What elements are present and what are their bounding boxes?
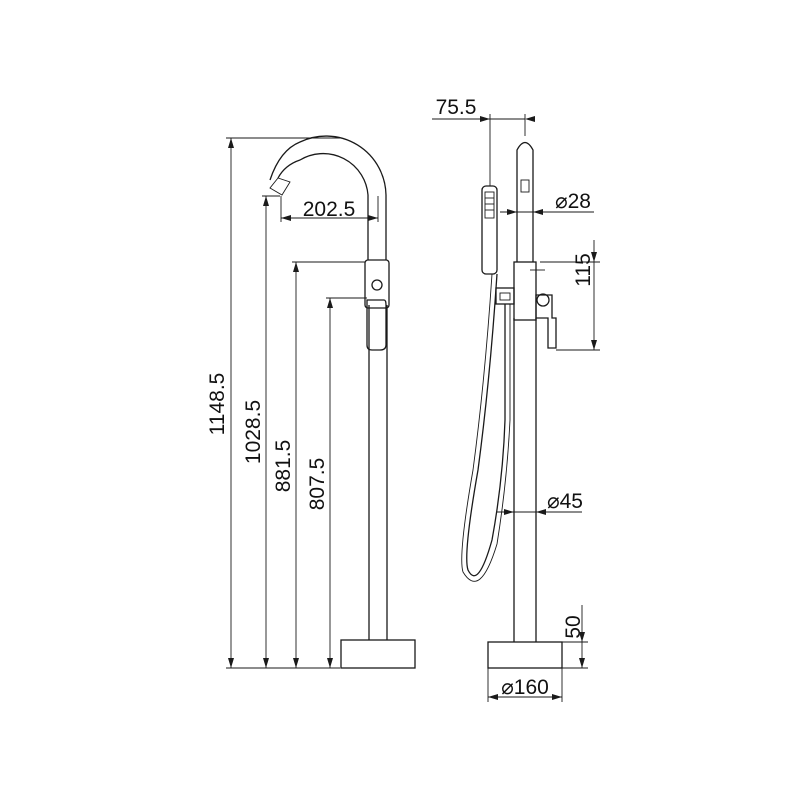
hand-shower-face	[484, 191, 495, 219]
dim-base-height: 50	[562, 605, 588, 669]
label-spout-outlet-height: 1028.5	[242, 400, 265, 464]
spout-outer	[277, 153, 369, 260]
dim-spout-offset: 75.5	[432, 96, 535, 186]
hand-shower	[481, 185, 498, 275]
front-view: 1148.5 1028.5 881.5 807.5	[206, 135, 416, 669]
dim-body-top-height: 881.5	[272, 261, 365, 668]
side-diverter	[495, 287, 515, 305]
label-spout-diameter: ⌀28	[555, 190, 591, 213]
mixer-button	[371, 279, 383, 291]
label-base-diameter: ⌀160	[501, 676, 549, 699]
dim-spout-reach: 202.5	[280, 196, 379, 222]
side-mixer-body	[513, 261, 537, 321]
side-base	[487, 641, 563, 669]
side-lever	[535, 294, 557, 349]
label-body-height: 115	[572, 253, 595, 286]
dim-handle-height: 807.5	[306, 297, 367, 668]
label-base-height: 50	[562, 615, 585, 638]
label-pipe-diameter: ⌀45	[547, 490, 583, 513]
dim-body-height: 115	[540, 240, 600, 351]
spout-outer-2	[269, 135, 387, 260]
mixer-lever	[366, 299, 387, 351]
label-total-height: 1148.5	[206, 373, 229, 436]
side-view: 75.5 ⌀28 115 ⌀45	[432, 96, 600, 702]
side-spout-ring	[520, 179, 530, 193]
faucet-side-outline	[461, 141, 563, 669]
dim-base-diameter: ⌀160	[487, 668, 563, 702]
spout-nozzle	[269, 177, 291, 196]
dim-total-height: 1148.5	[206, 137, 340, 669]
dim-spout-outlet-height: 1028.5	[242, 195, 340, 669]
dim-spout-diameter: ⌀28	[500, 190, 594, 215]
faucet-base	[340, 639, 416, 669]
label-spout-offset: 75.5	[436, 96, 477, 119]
label-spout-reach: 202.5	[303, 198, 356, 221]
side-spout-tube	[516, 141, 534, 262]
label-handle-height: 807.5	[306, 458, 329, 511]
dim-pipe-diameter: ⌀45	[496, 490, 583, 515]
faucet-front-outline	[269, 135, 416, 669]
label-body-top-height: 881.5	[272, 440, 295, 493]
shower-hose	[466, 273, 506, 577]
mixer-body	[364, 259, 390, 309]
